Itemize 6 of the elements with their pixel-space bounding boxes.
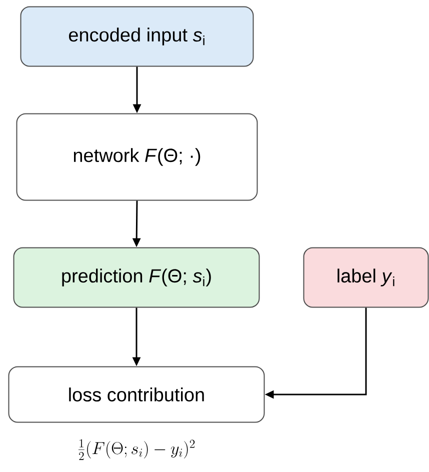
input-box: encoded input s$_{i}$ (20, 6, 254, 67)
network-box: network F(Θ; ·) (16, 113, 258, 201)
loss-box: loss contribution (8, 366, 265, 423)
prediction-box: prediction F(Θ; s$_{i}$) (13, 247, 260, 308)
label-box: label y$_{i}$ (303, 247, 429, 308)
loss-formula: $\frac{1}{2}(F(\Theta;s_i)-y_i)^2$ (78, 439, 195, 460)
